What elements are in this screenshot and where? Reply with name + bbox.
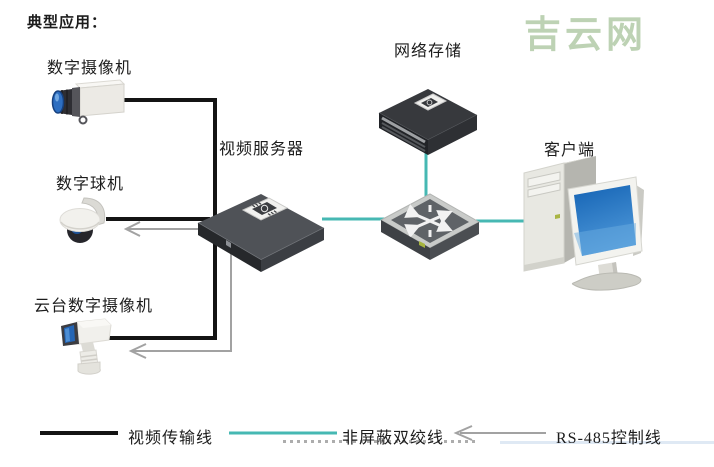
box-camera-icon xyxy=(51,79,126,125)
video-server-icon xyxy=(197,194,325,272)
client-computer-icon xyxy=(523,156,644,291)
watermark-logo: 吉云网 xyxy=(524,14,647,55)
network-storage-label: 网络存储 xyxy=(394,43,463,60)
page-edge-artifact xyxy=(283,440,479,443)
switch-led xyxy=(419,241,425,248)
ptz-camera-label: 云台数字摄像机 xyxy=(34,298,154,315)
legend-rs485-arrowhead xyxy=(453,425,473,441)
page-title: 典型应用： xyxy=(27,14,108,31)
rs485-arrowhead-ptz xyxy=(128,343,147,359)
rs485-line-ptz xyxy=(132,250,232,352)
dome-camera-label: 数字球机 xyxy=(56,176,125,193)
page-edge-artifact xyxy=(500,441,714,444)
legend-utp-line-label: 非屏蔽双绞线 xyxy=(342,430,445,447)
dome-camera-icon xyxy=(59,197,106,243)
box-camera-label: 数字摄像机 xyxy=(47,60,133,77)
legend-rs485-line-label: RS-485控制线 xyxy=(556,430,662,447)
legend-video-line-label: 视频传输线 xyxy=(128,430,214,447)
rs485-arrowhead-domecam xyxy=(123,221,141,237)
power-led xyxy=(555,214,560,219)
ptz-camera-icon xyxy=(61,318,112,375)
network-storage-icon xyxy=(378,89,478,155)
client-label: 客户端 xyxy=(544,142,596,159)
switch-icon xyxy=(379,193,481,260)
video-server-label: 视频服务器 xyxy=(219,141,305,158)
